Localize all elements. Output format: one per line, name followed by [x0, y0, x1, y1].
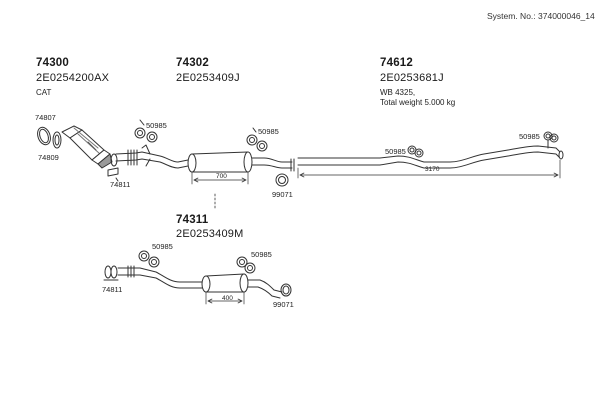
clamp-99071-bottom	[280, 283, 292, 297]
clamp-74811-bottom	[103, 265, 119, 281]
part-code-74300: 2E0254200AX	[36, 72, 110, 84]
part-number-74612: 74612	[380, 57, 413, 69]
middle-silencer-74302	[187, 151, 295, 173]
rear-silencer-74612	[297, 145, 564, 169]
callout-99071-bottom: 99071	[273, 300, 294, 309]
middle-silencer-74311	[201, 273, 283, 299]
system-number: System. No.: 374000046_14	[487, 11, 595, 21]
hanger-50985-1	[134, 119, 158, 143]
dimension-line-700	[191, 171, 249, 185]
dimension-700: 700	[216, 173, 227, 180]
hanger-50985-2	[246, 127, 268, 152]
part-note-cat: CAT	[36, 88, 52, 97]
callout-74811-top: 74811	[110, 180, 131, 189]
hanger-50985-6	[236, 256, 256, 274]
callout-99071-top: 99071	[272, 190, 293, 199]
callout-74811-bottom: 74811	[102, 285, 123, 294]
dimension-line-3170	[297, 159, 561, 179]
gasket-74809	[52, 131, 62, 149]
front-pipe	[115, 144, 193, 169]
part-code-74612: 2E0253681J	[380, 72, 444, 84]
catalytic-converter-74300	[61, 125, 113, 169]
callout-50985-1: 50985	[146, 121, 167, 130]
part-code-74302: 2E0253409J	[176, 72, 240, 84]
dimension-3170: 3170	[425, 166, 440, 173]
clamp-99071-top	[275, 173, 289, 187]
part-number-74311: 74311	[176, 214, 209, 226]
hanger-50985-4	[543, 131, 559, 149]
part-code-74311: 2E0253409M	[176, 228, 244, 240]
callout-50985-3: 50985	[385, 147, 406, 156]
dimension-400: 400	[222, 295, 233, 302]
part-note-weight: Total weight 5.000 kg	[380, 98, 456, 107]
hanger-50985-3	[407, 145, 424, 158]
part-note-wb: WB 4325,	[380, 88, 416, 97]
clamp-74811-top	[107, 153, 119, 182]
callout-74809: 74809	[38, 153, 59, 162]
dimension-line-400	[205, 291, 245, 305]
callout-50985-2: 50985	[258, 127, 279, 136]
hanger-50985-5	[138, 250, 160, 268]
clamp-74807	[37, 126, 51, 146]
callout-50985-4: 50985	[519, 132, 540, 141]
callout-50985-6: 50985	[251, 250, 272, 259]
callout-50985-5: 50985	[152, 242, 173, 251]
part-number-74302: 74302	[176, 57, 209, 69]
alternative-front-pipe	[117, 265, 207, 289]
part-number-74300: 74300	[36, 57, 69, 69]
callout-74807: 74807	[35, 113, 56, 122]
